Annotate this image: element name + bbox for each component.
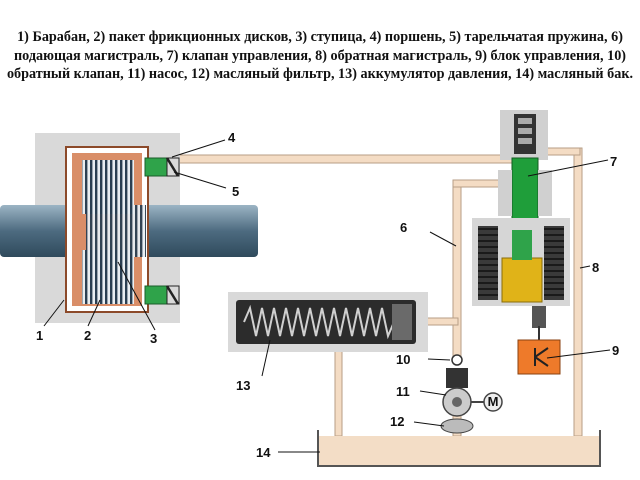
leader-lines (43, 139, 611, 453)
callout-1: 1 (36, 328, 43, 343)
control-valve (472, 110, 570, 328)
callout-13: 13 (236, 378, 250, 393)
callout-3: 3 (150, 331, 157, 346)
oil-tank (317, 430, 601, 467)
caption-line-2: подающая магистраль, 7) клапан управлени… (13, 47, 627, 64)
callout-4: 4 (228, 130, 236, 145)
callout-14: 14 (256, 445, 271, 460)
hub (86, 205, 146, 257)
clutch-assembly (0, 133, 258, 323)
pipe-piston-supply (159, 154, 523, 164)
piston-top (144, 157, 168, 177)
callout-6: 6 (400, 220, 407, 235)
check-valve (451, 354, 463, 366)
pipe-supply-line (452, 179, 462, 361)
callout-9: 9 (612, 343, 619, 358)
control-unit (517, 326, 561, 375)
caption-line-1: 1) Барабан, 2) пакет фрикционных дисков,… (17, 29, 623, 45)
caption-line-3: обратный клапан, 11) насос, 12) масляный… (6, 66, 634, 82)
pump: M (442, 368, 503, 417)
pipe-return-line (573, 147, 583, 437)
callout-12: 12 (390, 414, 404, 429)
pump-motor (483, 392, 503, 412)
solenoid-armature (501, 257, 543, 303)
callout-8: 8 (592, 260, 599, 275)
callout-2: 2 (84, 328, 91, 343)
caption: 1) Барабан, 2) пакет фрикционных дисков,… (0, 28, 640, 84)
oil-level (318, 436, 600, 466)
oil-filter (440, 418, 474, 434)
callout-10: 10 (396, 352, 410, 367)
pressure-accumulator (228, 292, 428, 352)
callout-7: 7 (610, 154, 617, 169)
callout-numbers: 1 2 3 4 5 6 7 8 9 10 11 12 13 14 (36, 130, 619, 460)
pump-motor-label: M (488, 394, 499, 409)
piston-bottom (144, 285, 168, 305)
callout-5: 5 (232, 184, 239, 199)
callout-11: 11 (396, 384, 410, 399)
accumulator-spring (243, 304, 395, 340)
